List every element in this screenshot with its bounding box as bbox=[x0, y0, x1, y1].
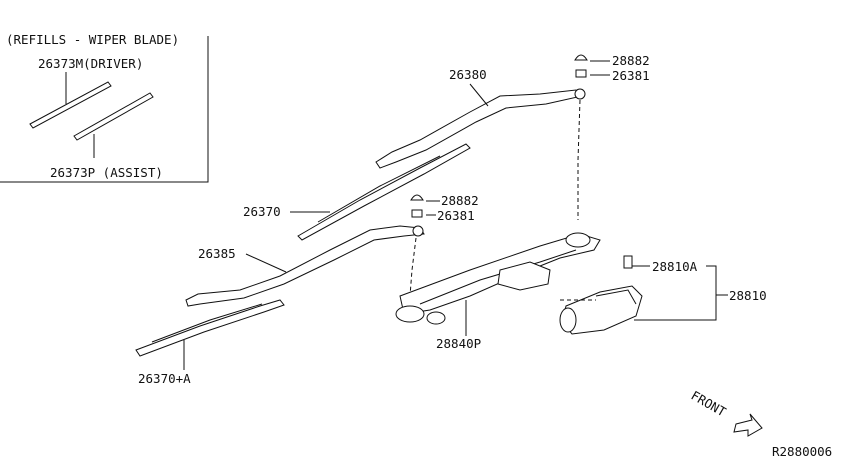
lower-blade-frame bbox=[151, 303, 263, 343]
assist-refill-label: 26373P (ASSIST) bbox=[50, 165, 163, 180]
nut-lower-label: 26381 bbox=[437, 208, 475, 223]
linkage-bracket bbox=[497, 261, 551, 291]
arm-upper-leader bbox=[469, 83, 489, 107]
motor-assy-label: 28810 bbox=[729, 288, 767, 303]
upper-blade-frame bbox=[317, 155, 441, 223]
inset-border bbox=[0, 36, 209, 183]
linkage-pivot-left bbox=[395, 305, 425, 323]
bolt-shape bbox=[623, 255, 633, 269]
lower-arm-shape bbox=[185, 225, 425, 307]
upper-cap bbox=[574, 54, 588, 61]
upper-arm-shape bbox=[375, 89, 583, 169]
driver-refill-strip bbox=[29, 81, 112, 129]
arm-upper-label: 26380 bbox=[449, 67, 487, 82]
lower-wiper-blade: 26370+A bbox=[135, 299, 285, 386]
nut-upper-label: 26381 bbox=[612, 68, 650, 83]
cap-lower-label: 28882 bbox=[441, 193, 479, 208]
assist-refill-strip bbox=[73, 92, 154, 141]
cap-upper-label: 28882 bbox=[612, 53, 650, 68]
bolt-label: 28810A bbox=[652, 259, 698, 274]
upper-cap-nut: 28882 26381 bbox=[574, 53, 650, 220]
front-label: FRONT bbox=[689, 388, 729, 420]
linkage-label: 28840P bbox=[436, 336, 481, 351]
motor-bracket-line bbox=[634, 265, 717, 321]
upper-blade-shape bbox=[297, 143, 471, 241]
arm-lower-leader bbox=[245, 253, 287, 273]
motor-housing-line bbox=[595, 289, 637, 305]
upper-dash-line bbox=[577, 99, 581, 220]
diagram-code: R2880006 bbox=[772, 444, 832, 459]
front-indicator: FRONT bbox=[689, 388, 763, 437]
inset-title: (REFILLS - WIPER BLADE) bbox=[6, 32, 179, 47]
lower-dash-line bbox=[409, 237, 417, 297]
front-arrow-icon bbox=[733, 413, 763, 437]
motor-endcap bbox=[559, 307, 577, 333]
lower-cap bbox=[410, 194, 424, 201]
wiper-motor: 28810A 28810 bbox=[559, 255, 767, 335]
upper-wiper-arm: 26380 bbox=[375, 67, 586, 169]
lower-arm-pivot bbox=[412, 225, 424, 237]
upper-arm-pivot bbox=[574, 88, 586, 100]
lower-cap-nut: 28882 26381 bbox=[409, 193, 479, 297]
upper-nut bbox=[575, 69, 587, 78]
linkage-pivot-right bbox=[565, 232, 591, 248]
upper-wiper-blade: 26370 bbox=[243, 143, 471, 241]
wiper-linkage: 28840P bbox=[395, 232, 601, 351]
linkage-pivot-left-2 bbox=[426, 311, 446, 325]
arm-lower-label: 26385 bbox=[198, 246, 236, 261]
lower-nut bbox=[411, 209, 423, 218]
lower-wiper-arm: 26385 bbox=[185, 225, 425, 307]
lower-blade-shape bbox=[135, 299, 285, 357]
driver-refill-label: 26373M(DRIVER) bbox=[38, 56, 143, 71]
blade-upper-label: 26370 bbox=[243, 204, 281, 219]
blade-lower-label: 26370+A bbox=[138, 371, 191, 386]
refill-inset: (REFILLS - WIPER BLADE) 26373M(DRIVER) 2… bbox=[0, 32, 209, 183]
